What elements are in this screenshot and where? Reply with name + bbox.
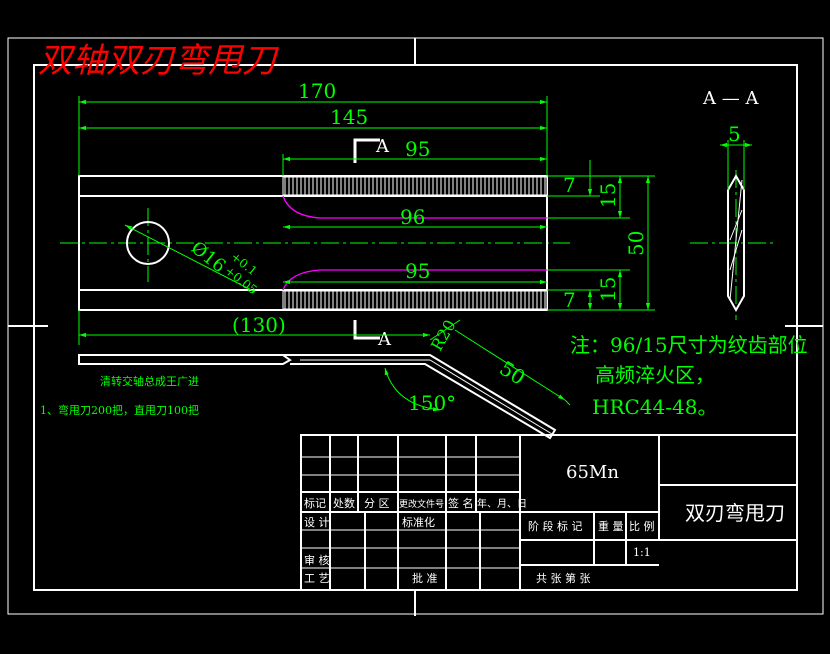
small-note-1: 清转交轴总成王广进 <box>100 374 199 388</box>
dim-bend-50: 50 <box>495 356 529 390</box>
tb-stage: 阶 段 标 记 <box>528 519 583 533</box>
dim-15-bottom: 15 <box>596 277 620 302</box>
dim-15-top: 15 <box>596 183 620 208</box>
hardening-boundary <box>282 195 547 291</box>
tb-standard: 标准化 <box>402 515 435 529</box>
dim-95-bottom: 95 <box>405 259 430 283</box>
section-mark-top-label: A <box>375 136 390 157</box>
title-block <box>300 434 798 591</box>
section-dim <box>720 140 752 190</box>
tb-mark: 标记 <box>304 496 326 510</box>
drawing-frame <box>7 37 824 616</box>
note-line-1: 注：96/15尺寸为纹齿部位 <box>570 333 808 357</box>
tb-count: 处数 <box>333 497 355 510</box>
dim-5: 5 <box>728 122 741 146</box>
dim-95-top: 95 <box>405 137 430 161</box>
note-line-2: 高频淬火区， <box>595 363 715 387</box>
small-note-2: 1、弯甩刀200把，直甩刀100把 <box>40 403 199 417</box>
serration-bottom <box>282 290 548 310</box>
dim-130: (130) <box>232 313 286 337</box>
section-mark-top <box>353 138 380 163</box>
red-title: 双轴双刃弯甩刀 <box>38 41 280 81</box>
section-view-label: A — A <box>702 88 759 109</box>
tb-material: 65Mn <box>566 462 619 483</box>
tb-scale: 1:1 <box>633 546 651 559</box>
blade-plan-view <box>78 175 548 311</box>
dim-170: 170 <box>298 79 336 103</box>
dim-7-top: 7 <box>563 173 576 197</box>
tb-sign: 签 名 <box>448 496 474 510</box>
dimension-lines <box>78 96 655 345</box>
tb-date: 年、月、日 <box>477 497 527 510</box>
tb-review: 审 核 <box>304 553 330 567</box>
tb-zone: 分 区 <box>364 497 390 510</box>
dim-r20: R20 <box>427 316 460 354</box>
dim-145: 145 <box>330 105 368 129</box>
tb-ratio: 比 例 <box>629 519 655 533</box>
tb-process: 工 艺 <box>304 572 330 585</box>
section-mark-bottom-label: A <box>377 329 392 350</box>
bend-dimensions <box>384 319 571 412</box>
tb-part-name: 双刃弯甩刀 <box>685 501 785 525</box>
section-mark-bottom <box>353 320 380 340</box>
serration-top <box>282 176 548 196</box>
blade-side-view <box>78 354 557 440</box>
tb-weight: 重 量 <box>598 519 624 533</box>
tb-design: 设 计 <box>304 516 330 529</box>
note-line-3: HRC44-48。 <box>592 395 717 419</box>
tb-doc-no: 更改文件号 <box>399 498 444 510</box>
dim-96: 96 <box>400 205 425 229</box>
dim-7-bottom: 7 <box>563 288 576 312</box>
dim-angle: 150° <box>408 391 456 415</box>
tb-approve: 批 准 <box>412 571 438 585</box>
tb-sheets: 共 张 第 张 <box>536 571 591 585</box>
dim-50: 50 <box>624 231 648 256</box>
